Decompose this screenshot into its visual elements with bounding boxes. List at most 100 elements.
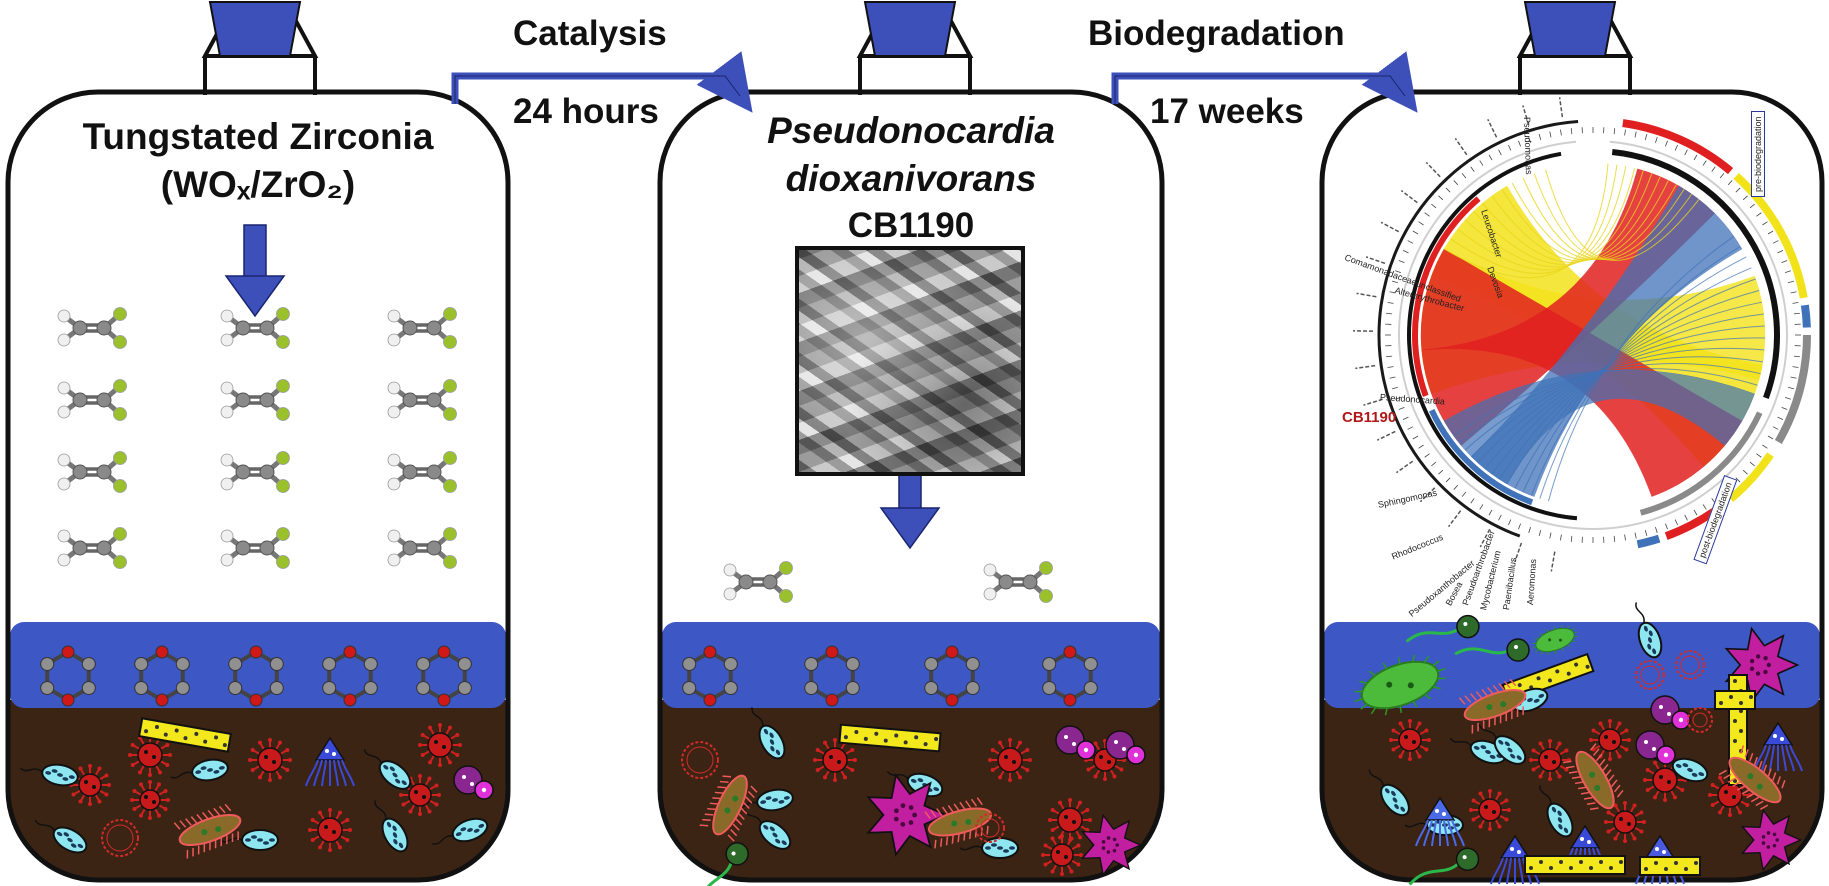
red-cocci-microbe: [1589, 719, 1631, 761]
red-cocci-microbe: [1708, 773, 1752, 817]
catalyst-title: Tungstated Zirconia: [82, 116, 434, 157]
dioxane-molecule: [40, 645, 96, 707]
red-cocci-microbe: [1529, 739, 1571, 781]
dioxane-molecule: [228, 645, 284, 707]
yellow-rod-microbe: [1714, 690, 1756, 710]
red-cocci-microbe: [308, 808, 352, 852]
cyan-bacillus-microbe: [735, 788, 794, 812]
bottle-necks: [203, 56, 1632, 95]
green-flagellate-microbe: [1405, 614, 1480, 643]
magenta-amoeba-microbe: [1080, 813, 1143, 877]
purple-budding-microbe: [1055, 725, 1096, 760]
dioxane-molecule: [134, 645, 190, 707]
cyan-bacillus-microbe: [170, 758, 229, 782]
circos-genus-label: Pseudomonas: [1522, 116, 1535, 175]
tentacled-microbe: [1753, 721, 1803, 772]
circos-group-label: pre-biodegradation: [1751, 111, 1765, 197]
biodegradation-label: Biodegradation: [1088, 14, 1345, 53]
cyan-bacillus-microbe: [219, 829, 279, 851]
cyan-bacillus-microbe: [1478, 724, 1527, 765]
ethene-molecule: [220, 307, 290, 349]
yellow-rod-microbe: [1524, 855, 1626, 875]
cyan-bacillus-microbe: [20, 763, 79, 787]
cyan-bacillus-microbe: [1539, 785, 1574, 838]
yellow-rod-microbe: [838, 723, 942, 753]
catalysis-duration: 24 hours: [513, 92, 659, 131]
red-cocci-microbe: [1604, 801, 1646, 843]
tentacled-microbe: [1415, 796, 1465, 847]
ethene-molecule: [220, 527, 290, 569]
red-cocci-microbe: [1389, 719, 1431, 761]
soil-microbes: [20, 602, 1803, 886]
magenta-amoeba-microbe: [1724, 626, 1800, 704]
ciliate-microbe: [699, 774, 758, 842]
bottle-3-body: [1319, 89, 1825, 883]
dioxane-molecule: [682, 645, 738, 707]
red-ring-microbe: [101, 819, 139, 857]
bottle-2-cap: [856, 1, 974, 58]
red-cocci-microbe: [813, 738, 857, 782]
dioxane-molecule: [804, 645, 860, 707]
purple-budding-microbe: [453, 765, 494, 800]
ethene-molecule: [57, 527, 127, 569]
ciliate-microbe: [1718, 745, 1786, 810]
organism-species: dioxanivorans: [785, 158, 1037, 199]
ethene-molecule: [387, 379, 457, 421]
green-flagellate-microbe: [1454, 638, 1530, 662]
red-ring-microbe: [1687, 707, 1713, 733]
red-cocci-microbe: [128, 733, 172, 777]
red-ring-microbe: [1675, 650, 1705, 680]
magenta-amoeba-microbe: [1740, 808, 1803, 872]
ciliate-microbe: [1458, 678, 1527, 734]
cyan-bacillus-microbe: [1368, 769, 1410, 817]
ethene-molecule: [220, 451, 290, 493]
circos-highlight-label: CB1190: [1342, 409, 1397, 426]
ethene-molecule: [387, 307, 457, 349]
purple-budding-microbe: [1635, 730, 1676, 765]
red-cocci-microbe: [1041, 834, 1083, 876]
organism-strain: CB1190: [847, 206, 975, 245]
ethene-molecule: [723, 561, 793, 603]
red-cocci-microbe: [418, 723, 462, 767]
magenta-amoeba-microbe: [866, 773, 949, 857]
bottle-1-body: [5, 89, 511, 883]
red-ring-microbe: [681, 741, 719, 779]
yellow-rod-microbe: [137, 717, 233, 753]
organism-genus: Pseudonocardia: [767, 110, 1055, 151]
dioxane-molecule: [322, 645, 378, 707]
dioxane-molecule: [416, 645, 472, 707]
ethene-molecule: [57, 451, 127, 493]
dioxane-molecule: [924, 645, 980, 707]
catalysis-label: Catalysis: [513, 14, 667, 53]
ethene-molecule: [57, 379, 127, 421]
cyan-bacillus-microbe: [34, 819, 88, 854]
cyan-bacillus-microbe: [374, 800, 409, 853]
cyan-bacillus-microbe: [1635, 602, 1663, 659]
bottle-3-cap: [1516, 1, 1634, 58]
circos-plot: [1353, 97, 1811, 572]
ethene-molecule: [387, 451, 457, 493]
cyan-bacillus-microbe: [743, 809, 792, 850]
dioxane-molecule: [1042, 645, 1098, 707]
cyan-bacillus-microbe: [363, 749, 412, 790]
tentacled-microbe: [305, 736, 355, 787]
bottle-2-body: [657, 89, 1165, 883]
green-flagellate-microbe: [698, 842, 749, 886]
red-cocci-microbe: [1048, 798, 1092, 842]
red-cocci-microbe: [988, 738, 1032, 782]
cyan-bacillus-microbe: [751, 707, 786, 760]
ciliate-microbe: [1562, 743, 1624, 811]
ethene-molecule: [983, 561, 1053, 603]
dioxane-and-ethene-molecules: [40, 307, 1098, 707]
purple-budding-microbe: [1650, 695, 1691, 730]
yellow-rod-microbe: [1639, 856, 1701, 876]
red-ring-microbe: [975, 813, 1005, 843]
ethene-molecule: [387, 527, 457, 569]
biodegradation-duration: 17 weeks: [1150, 92, 1304, 131]
red-ring-microbe: [1635, 660, 1665, 690]
bottle-1-cap: [201, 1, 319, 58]
red-cocci-microbe: [130, 780, 170, 820]
red-cocci-microbe: [248, 738, 292, 782]
red-cocci-microbe: [1469, 789, 1511, 831]
